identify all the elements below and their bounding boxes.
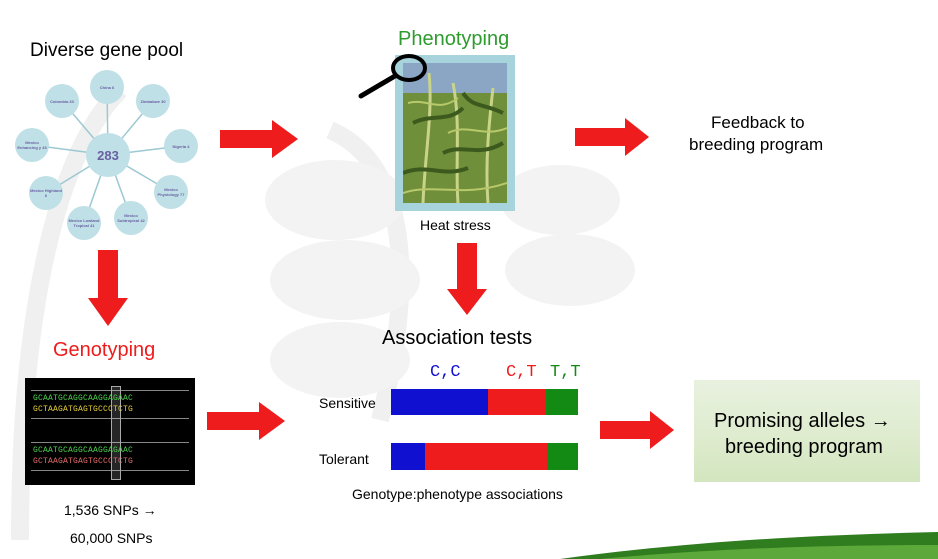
sequence-line: GCTAAGATGAGTGCCCTCTG [33,457,134,466]
association-title: Association tests [382,327,533,349]
bar-segment-cc [391,443,425,470]
row-label-sensitive: Sensitive [319,395,376,411]
gene-pool-node: China 6 [90,70,124,104]
gene-pool-node: Mexico Subtropical 42 [114,201,148,235]
bar-row-sensitive [391,389,578,415]
arrow-right-genotyping-to-association [207,402,285,440]
maize-field-photo [395,55,515,211]
gene-pool-node: Mexico Physiology 77 [154,175,188,209]
promising-alleles-box: Promising alleles → breeding program [694,380,920,482]
feedback-line1: Feedback to [711,113,805,132]
allele-label-tt: T,T [550,363,581,382]
promising-line2: breeding program [725,436,883,458]
genotyping-title: Genotyping [53,339,156,361]
sequence-line: GCAATGCAGGCAAGGAGAAC [33,394,134,403]
phenotyping-caption: Heat stress [420,217,491,233]
row-label-tolerant: Tolerant [319,451,369,467]
snp-count-line2: 60,000 SNPs [70,530,153,546]
bar-segment-tt [546,389,578,415]
arrow-right-phenotyping-to-feedback [575,118,649,156]
allele-label-ct: C,T [506,363,537,382]
gene-pool-node: Colombia 33 [45,84,79,118]
arrow-right-genepool-to-phenotyping [220,120,298,158]
gene-pool-title: Diverse gene pool [30,40,184,61]
gene-pool-node: Nigeria 4 [164,129,198,163]
gene-pool-node: Mexico Lowland Tropical 41 [67,206,101,240]
feedback-line2: breeding program [689,135,824,154]
bar-segment-ct [425,443,547,470]
sequence-line: GCTAAGATGAGTGCCCTCTG [33,405,134,414]
gene-pool-hub: 283 [86,133,130,177]
snp-count-line1: 1,536 SNPs → [64,502,157,518]
gene-pool-node: Zimbabwe 30 [136,84,170,118]
bar-segment-tt [547,443,578,470]
arrow-down-phenotyping-to-association [447,243,487,315]
arrow-right-association-to-promising [600,411,674,449]
snp-sequence-panel: GCAATGCAGGCAAGGAGAAC GCTAAGATGAGTGCCCTCT… [25,378,195,485]
allele-label-cc: C,C [430,363,461,382]
bar-segment-ct [488,389,546,415]
bar-segment-cc [391,389,488,415]
magnifier-icon [358,54,427,99]
phenotyping-title: Phenotyping [398,28,510,50]
bar-row-tolerant [391,443,578,470]
arrow-down-genepool-to-genotyping [88,250,128,326]
gene-pool-node: Mexico Highland 6 [29,176,63,210]
sequence-line: GCAATGCAGGCAAGGAGAAC [33,446,134,455]
promising-line1: Promising alleles → [714,410,891,432]
gene-pool-node: Mexico Enhancing y 43 [15,128,49,162]
association-caption: Genotype:phenotype associations [352,486,563,502]
